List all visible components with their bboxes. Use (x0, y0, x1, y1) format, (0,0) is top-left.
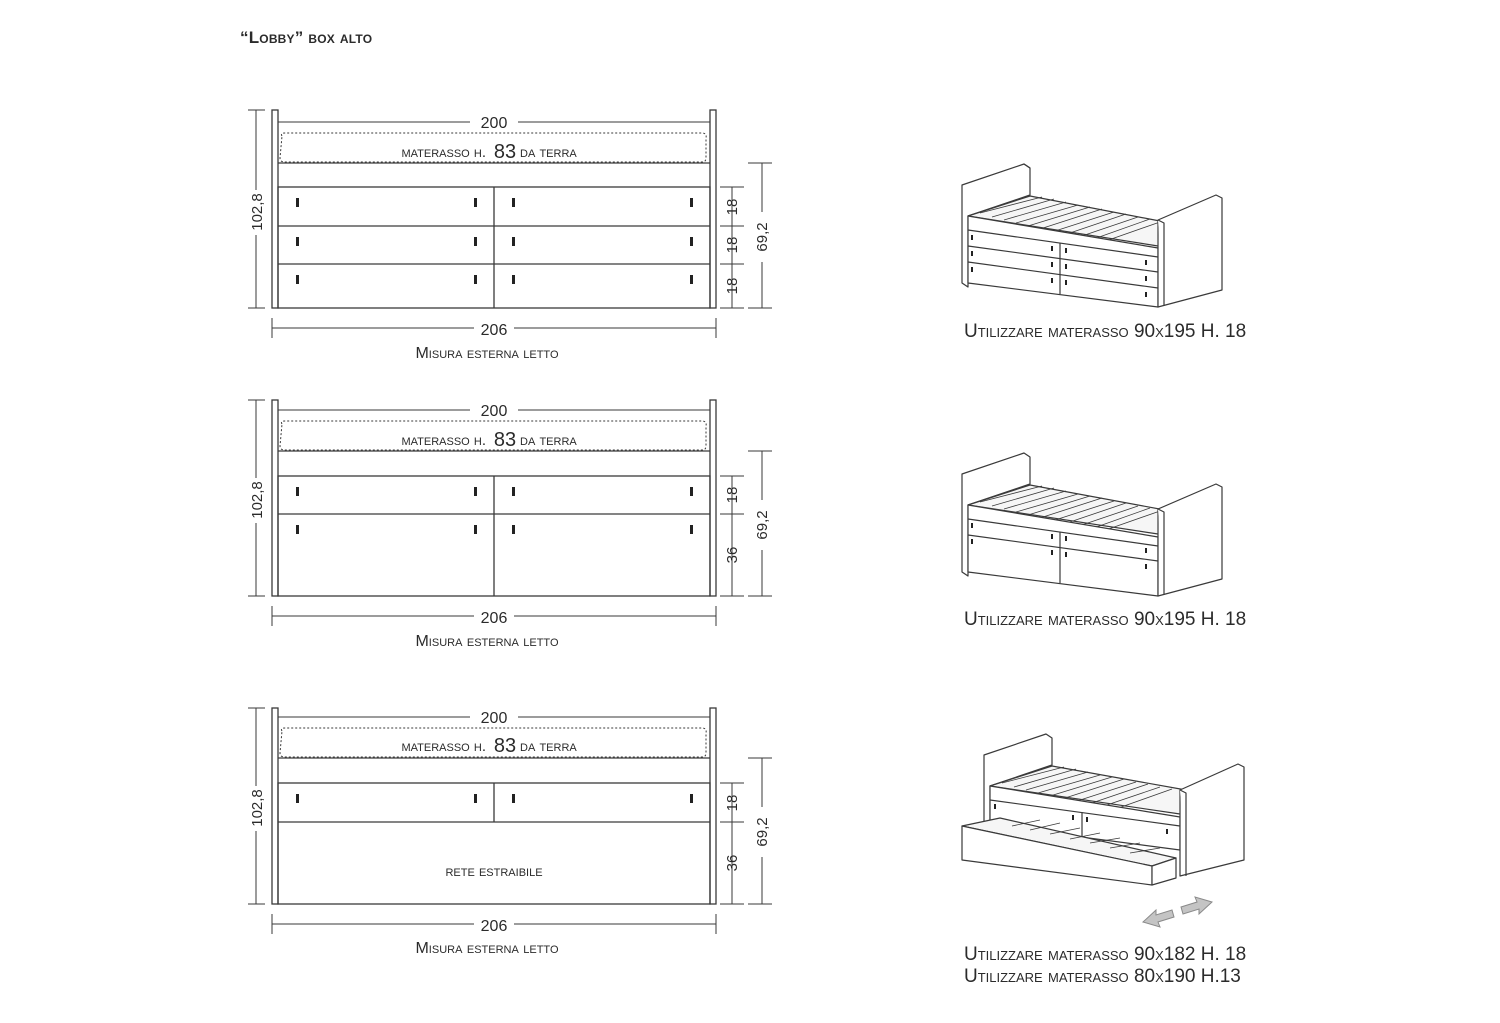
right-dim-3b: 36 (724, 855, 741, 872)
height-dimension-3: 102,8 (249, 789, 266, 827)
bottom-dimension-1: 206 (481, 322, 508, 339)
front-view-2 (271, 399, 717, 597)
right-total-1: 69,2 (754, 222, 771, 251)
top-dimension-3: 200 (481, 710, 508, 727)
middle-text-3: rete estraibile (445, 863, 542, 880)
mattress-note-1: Utilizzare materasso 90x195 H. 18 (964, 321, 1247, 342)
mattress-note-3a: Utilizzare materasso 90x182 H. 18 (964, 944, 1247, 965)
right-dim-2b: 36 (724, 547, 741, 564)
mattress-note-3b: Utilizzare materasso 80x190 H.13 (964, 966, 1241, 987)
height-dimension-2: 102,8 (249, 481, 266, 519)
mattress-label-post-3: da terra (520, 738, 577, 755)
bottom-label-2: Misura esterna letto (415, 633, 558, 650)
dimension-lines-2 (248, 399, 772, 626)
right-dim-1c: 18 (724, 278, 741, 295)
page-title: “Lobby” box alto (240, 28, 373, 47)
drawer-handles-2 (296, 487, 693, 534)
mattress-note-2: Utilizzare materasso 90x195 H. 18 (964, 609, 1247, 630)
front-view-3 (271, 707, 717, 905)
bed-illustration-2 (961, 452, 1223, 597)
mattress-label-post-2: da terra (520, 432, 577, 449)
bed-illustration-1 (961, 163, 1223, 308)
mattress-height-1: 83 (494, 141, 516, 163)
drawer-handles-3 (296, 794, 693, 803)
mattress-height-3: 83 (494, 735, 516, 757)
right-total-3: 69,2 (754, 817, 771, 846)
dimension-lines-1 (248, 109, 772, 338)
right-dim-2a: 18 (724, 487, 741, 504)
right-dim-3a: 18 (724, 795, 741, 812)
mattress-label-pre-3: materasso h. (401, 738, 486, 755)
mattress-height-2: 83 (494, 429, 516, 451)
right-dim-1a: 18 (724, 199, 741, 216)
front-view-1 (271, 109, 717, 309)
top-dimension-2: 200 (481, 403, 508, 420)
mattress-label-pre-1: materasso h. (401, 144, 486, 161)
bottom-label-1: Misura esterna letto (415, 345, 558, 362)
dimension-lines-3 (248, 707, 772, 934)
bed-3-handles (994, 804, 1168, 834)
pull-out-arrows-icon (1142, 896, 1213, 928)
bed-illustration-3 (961, 733, 1245, 886)
height-dimension-1: 102,8 (249, 193, 266, 231)
bottom-label-3: Misura esterna letto (415, 940, 558, 957)
mattress-label-pre-2: materasso h. (401, 432, 486, 449)
bed-1-handles (971, 235, 1147, 297)
bottom-dimension-3: 206 (481, 918, 508, 935)
mattress-label-post-1: da terra (520, 144, 577, 161)
bottom-dimension-2: 206 (481, 610, 508, 627)
right-total-2: 69,2 (754, 510, 771, 539)
right-dim-1b: 18 (724, 237, 741, 254)
top-dimension-1: 200 (481, 115, 508, 132)
drawer-handles-1 (296, 198, 693, 284)
bed-2-handles (971, 523, 1147, 569)
